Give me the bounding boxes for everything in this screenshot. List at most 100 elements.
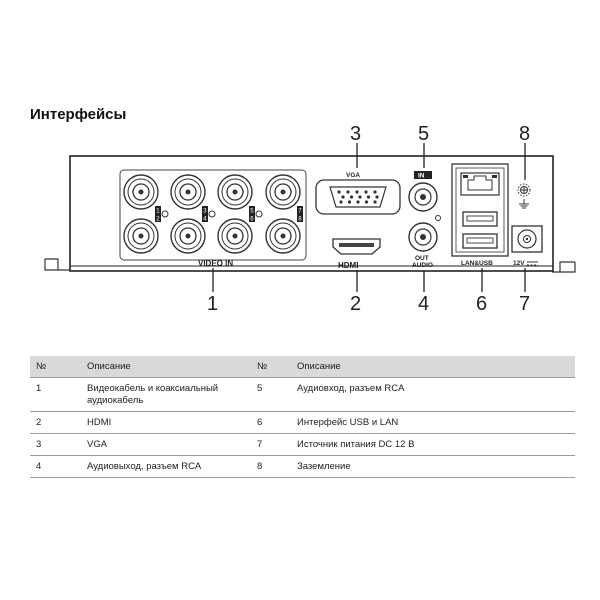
table-row: 1 Видеокабель и коаксиальный аудиокабель… — [30, 377, 575, 412]
vga-pin — [364, 200, 369, 204]
callout-8: 8 — [519, 123, 530, 145]
lan-port — [460, 172, 500, 196]
header-no-1: № — [30, 356, 81, 378]
audio-in-rca — [408, 182, 438, 212]
channel-label: 4 — [203, 217, 207, 223]
cell-no: 5 — [251, 377, 291, 412]
vga-pin — [373, 200, 377, 204]
indicator-dot — [208, 210, 216, 218]
vga-pin — [347, 200, 352, 204]
power-jack — [511, 225, 543, 253]
callout-2: 2 — [350, 293, 361, 315]
cell-desc: Интерфейс USB и LAN — [291, 411, 575, 434]
cell-desc: VGA — [81, 433, 251, 456]
table-row: 2 HDMI 6 Интерфейс USB и LAN — [30, 411, 575, 434]
vga-label: VGA — [346, 172, 360, 179]
cell-desc: Видеокабель и коаксиальный аудиокабель — [81, 377, 251, 412]
audio-mount-screw — [435, 215, 441, 221]
vga-pin — [373, 190, 377, 194]
cell-no: 2 — [30, 411, 81, 434]
cell-no: 3 — [30, 433, 81, 456]
channel-label: 5 — [250, 209, 254, 215]
callout-lines — [212, 143, 526, 292]
channel-label: 1 — [156, 209, 160, 215]
header-desc-2: Описание — [291, 356, 575, 378]
cell-no: 6 — [251, 411, 291, 434]
chassis-outline — [69, 155, 554, 272]
vga-pin — [356, 200, 360, 204]
vga-pin — [366, 195, 371, 199]
table-row: 3 VGA 7 Источник питания DC 12 В — [30, 433, 575, 456]
channel-badge — [297, 206, 303, 214]
vga-pin — [339, 200, 343, 204]
audio-in-badge — [414, 171, 432, 179]
header-desc-1: Описание — [81, 356, 251, 378]
vga-port — [315, 179, 401, 215]
ground-screw — [517, 183, 531, 197]
bnc-connector — [217, 174, 253, 210]
power-label: 12V — [513, 260, 525, 267]
left-flange — [44, 258, 70, 271]
bnc-connector — [123, 174, 159, 210]
channel-label: 2 — [156, 217, 160, 223]
callout-7: 7 — [519, 293, 530, 315]
cell-desc: HDMI — [81, 411, 251, 434]
vga-pin — [349, 195, 354, 199]
cell-no: 1 — [30, 377, 81, 412]
hdmi-port — [332, 238, 381, 255]
bnc-connector — [265, 218, 301, 254]
vga-pin — [337, 190, 341, 194]
vga-pin — [341, 195, 345, 199]
vga-pin — [355, 190, 359, 194]
channel-badge — [202, 214, 208, 222]
callout-5: 5 — [418, 123, 429, 145]
cell-desc: Аудиовыход, разъем RCA — [81, 455, 251, 478]
video-in-label: VIDEO IN — [198, 259, 233, 268]
cell-desc: Аудиовход, разъем RCA — [291, 377, 575, 412]
section-title: Интерфейсы — [30, 106, 127, 123]
lan-usb-label: LAN&USB — [461, 260, 493, 267]
cell-no: 7 — [251, 433, 291, 456]
interfaces-table: № Описание № Описание 1 Видеокабель и ко… — [30, 356, 575, 478]
channel-label: 8 — [298, 217, 302, 223]
cell-no: 8 — [251, 455, 291, 478]
callout-4: 4 — [418, 293, 429, 315]
callout-3: 3 — [350, 123, 361, 145]
lan-usb-frame — [451, 163, 509, 257]
channel-label: 3 — [203, 209, 207, 215]
header-no-2: № — [251, 356, 291, 378]
vga-pin — [364, 190, 368, 194]
channel-badge — [297, 214, 303, 222]
bnc-connector — [265, 174, 301, 210]
lan-usb-inner-frame — [455, 167, 505, 253]
channel-badge — [202, 206, 208, 214]
bnc-connector — [217, 218, 253, 254]
audio-in-label: IN — [418, 173, 425, 180]
cell-desc: Источник питания DC 12 В — [291, 433, 575, 456]
channel-badge — [249, 214, 255, 222]
vga-pin — [375, 195, 379, 199]
vga-pin — [358, 195, 362, 199]
bnc-connector-group: 1 2 3 4 5 6 7 8 — [123, 174, 303, 254]
channel-label: 6 — [250, 217, 254, 223]
cell-desc: Заземление — [291, 455, 575, 478]
usb-port-1 — [462, 211, 498, 227]
channel-label: 7 — [298, 209, 302, 215]
callout-1: 1 — [207, 293, 218, 315]
channel-badge — [155, 206, 161, 214]
right-flange — [552, 261, 576, 273]
bnc-connector — [123, 218, 159, 254]
table-row: 4 Аудиовыход, разъем RCA 8 Заземление — [30, 455, 575, 478]
indicator-dot — [161, 210, 169, 218]
bnc-connector — [170, 218, 206, 254]
audio-out-rca — [408, 222, 438, 252]
vga-pin — [346, 190, 350, 194]
audio-label: AUDIO — [412, 262, 433, 269]
audio-out-label: OUT — [415, 255, 429, 262]
ground-icon — [519, 199, 529, 209]
bnc-connector — [170, 174, 206, 210]
video-in-frame — [119, 169, 307, 261]
callout-6: 6 — [476, 293, 487, 315]
channel-badge — [249, 206, 255, 214]
